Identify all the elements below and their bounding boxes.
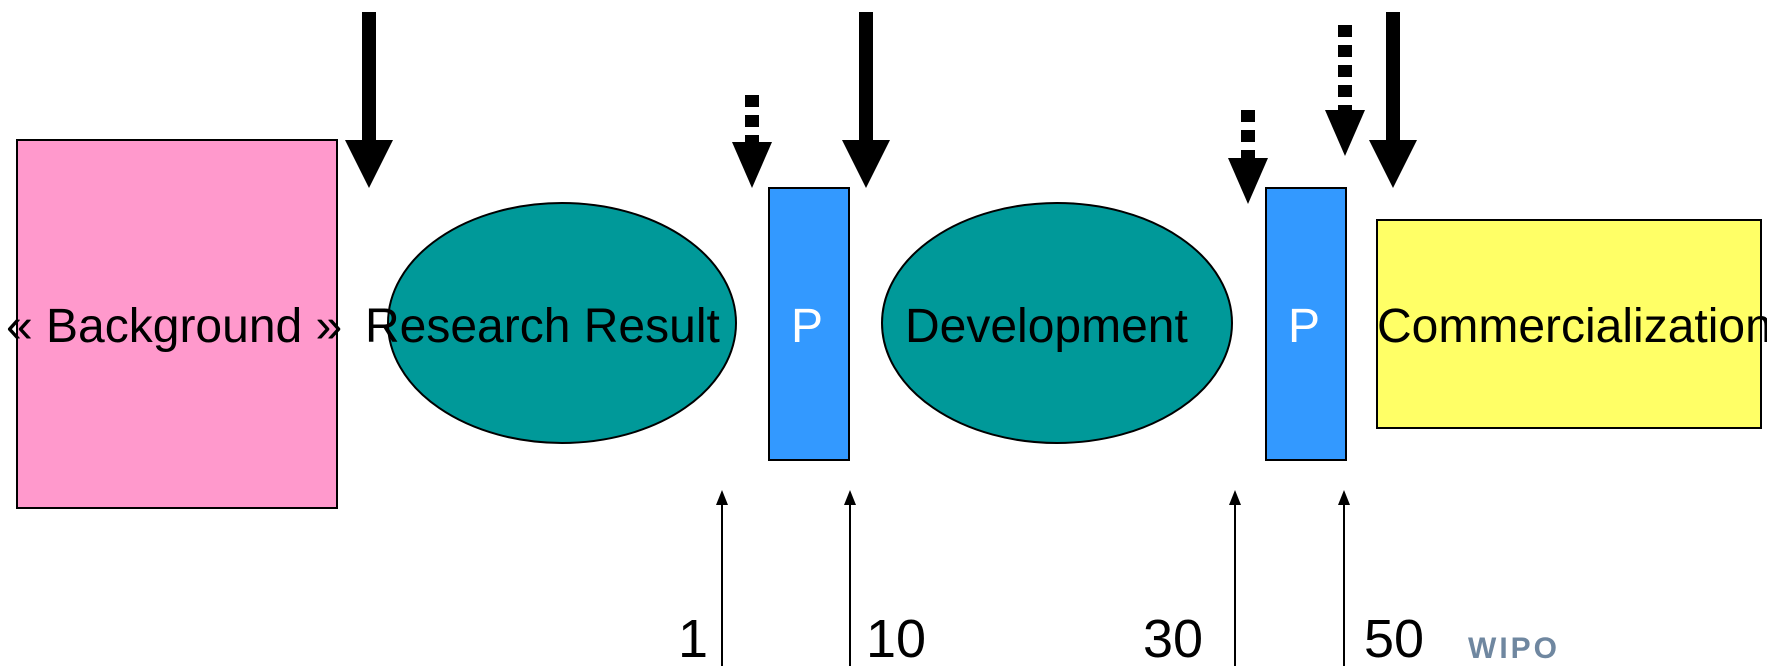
marker-10: 10 bbox=[866, 609, 927, 669]
patent-bar-1 bbox=[768, 187, 850, 461]
background-box bbox=[16, 139, 338, 509]
marker-30: 30 bbox=[1143, 609, 1204, 669]
dashed-arrow-1 bbox=[732, 95, 772, 188]
up-arrow-1 bbox=[716, 490, 728, 666]
patent-label-1: P bbox=[791, 300, 824, 353]
development-label: Development bbox=[905, 300, 1188, 353]
development-ellipse bbox=[881, 202, 1233, 444]
research-result-label: Research Result bbox=[365, 300, 720, 353]
commercialization-box bbox=[1376, 219, 1762, 429]
solid-arrow-1 bbox=[345, 12, 393, 188]
research-result-ellipse bbox=[387, 202, 737, 444]
patent-label-2: P bbox=[1288, 300, 1321, 353]
commercialization-label: Commercialization bbox=[1377, 303, 1767, 351]
up-arrow-30 bbox=[1229, 490, 1241, 666]
up-arrow-50 bbox=[1338, 490, 1350, 666]
wipo-logo: WIPO bbox=[1468, 632, 1560, 665]
marker-1: 1 bbox=[678, 609, 709, 669]
dashed-arrow-3 bbox=[1325, 25, 1365, 156]
marker-50: 50 bbox=[1364, 609, 1425, 669]
background-label: « Background » bbox=[6, 300, 343, 353]
up-arrow-10 bbox=[844, 490, 856, 666]
solid-arrow-3 bbox=[1369, 12, 1417, 188]
patent-bar-2 bbox=[1265, 187, 1347, 461]
solid-arrow-2 bbox=[842, 12, 890, 188]
dashed-arrow-2 bbox=[1228, 110, 1268, 204]
